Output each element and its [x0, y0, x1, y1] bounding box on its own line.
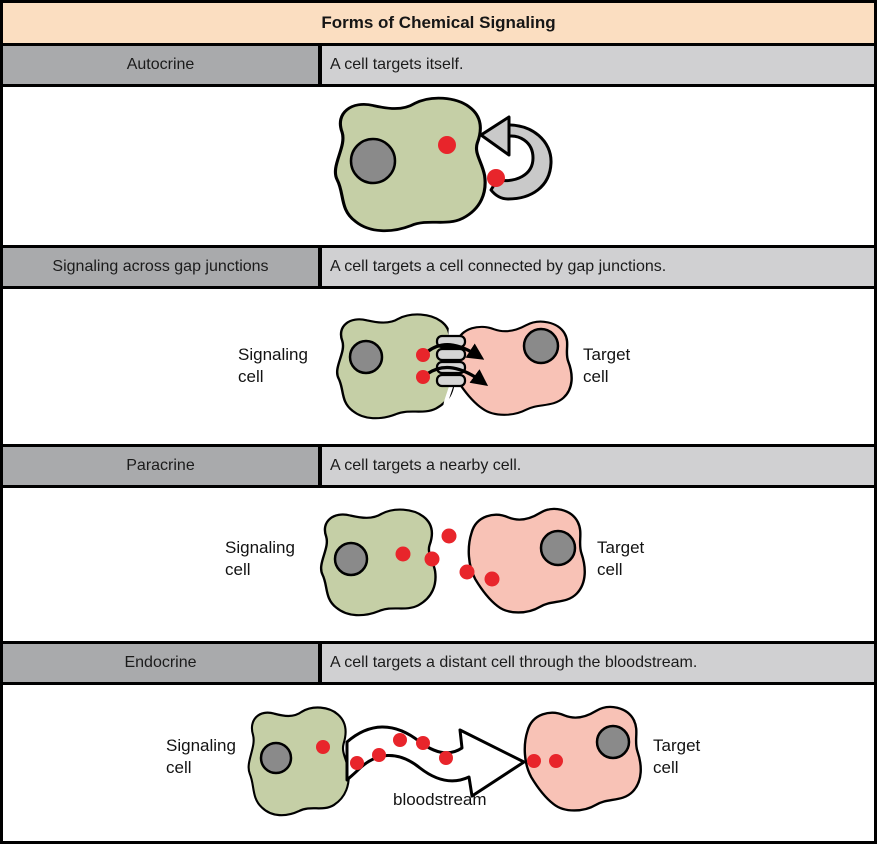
definition-autocrine: A cell targets itself.	[322, 46, 874, 84]
target-cell-label: Target cell	[597, 538, 645, 579]
column-divider	[318, 248, 322, 286]
paracrine-diagram	[319, 507, 586, 617]
signaling-cell-label: Signaling cell	[166, 736, 236, 777]
nucleus	[348, 339, 384, 375]
term-autocrine: Autocrine	[3, 46, 318, 84]
definition-endocrine: A cell targets a distant cell through th…	[322, 644, 874, 682]
definition-gap-junctions: A cell targets a cell connected by gap j…	[322, 248, 874, 286]
nucleus	[595, 724, 631, 760]
ligand-dots	[395, 528, 500, 587]
target-cell-shape	[523, 705, 642, 812]
autocrine-diagram	[333, 96, 553, 233]
gap-junction-diagram	[335, 312, 573, 420]
table-title: Forms of Chemical Signaling	[3, 3, 874, 43]
definition-paracrine: A cell targets a nearby cell.	[322, 447, 874, 485]
illustration-autocrine	[3, 87, 874, 245]
column-divider	[318, 447, 322, 485]
endocrine-diagram	[247, 705, 642, 817]
nucleus	[259, 741, 293, 775]
row-header-paracrine: Paracrine A cell targets a nearby cell.	[3, 444, 874, 488]
nucleus	[539, 529, 577, 567]
target-cell-label: Target cell	[653, 736, 701, 777]
term-endocrine: Endocrine	[3, 644, 318, 682]
term-paracrine: Paracrine	[3, 447, 318, 485]
column-divider	[318, 46, 322, 84]
ligand-dots	[416, 348, 430, 384]
row-header-endocrine: Endocrine A cell targets a distant cell …	[3, 641, 874, 685]
signaling-cell-label: Signaling cell	[225, 538, 295, 579]
target-cell-label: Target cell	[583, 345, 631, 386]
autocrine-arrow	[479, 115, 553, 201]
nucleus	[522, 327, 560, 365]
bloodstream-arrow	[345, 725, 526, 798]
nucleus	[349, 137, 397, 185]
signal-arrows	[425, 343, 489, 387]
illustration-endocrine: Signaling cell Target cell bloodstream	[3, 685, 874, 841]
nucleus	[333, 541, 369, 577]
ligand-dots	[438, 136, 505, 187]
bloodstream-label: bloodstream	[393, 790, 487, 809]
illustration-paracrine: Signaling cell Target cell	[3, 488, 874, 641]
row-header-autocrine: Autocrine A cell targets itself.	[3, 43, 874, 87]
term-gap-junctions: Signaling across gap junctions	[3, 248, 318, 286]
illustration-gap-junctions: Signaling cell Target cell	[3, 289, 874, 444]
column-divider	[318, 644, 322, 682]
row-header-gap-junctions: Signaling across gap junctions A cell ta…	[3, 245, 874, 289]
ligand-dots	[316, 733, 563, 770]
signaling-cell-label: Signaling cell	[238, 345, 308, 386]
